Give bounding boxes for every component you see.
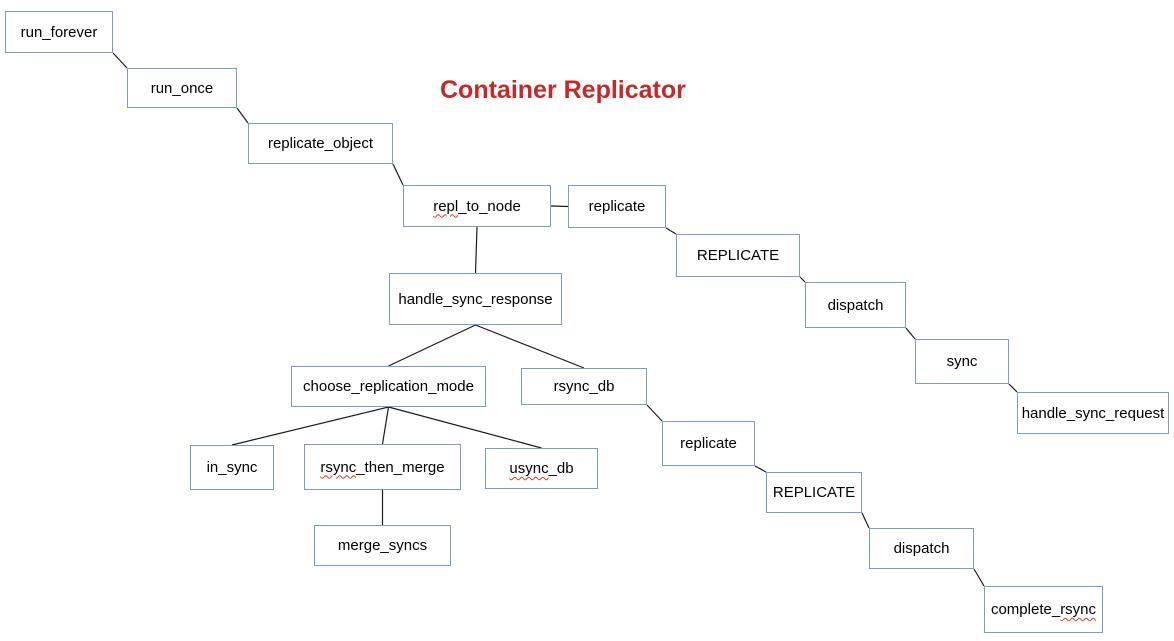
node-label: in_sync [206, 459, 258, 476]
node-label: merge_syncs [337, 537, 428, 554]
node-sync: sync [915, 339, 1009, 384]
node-dispatch_bottom: dispatch [869, 528, 974, 569]
node-label: dispatch [893, 540, 950, 557]
node-label: sync [946, 353, 978, 370]
edge-dispatch_bottom-to-complete_rsync [973, 568, 985, 587]
node-rsync_db: rsync_db [521, 368, 647, 405]
node-replicate_object: replicate_object [248, 123, 393, 164]
node-label: REPLICATE [696, 247, 780, 264]
edge-rsync_db-to-replicate_bottom [646, 404, 663, 422]
edge-run_forever-to-run_once [112, 52, 128, 69]
edge-replicate_top-to-replicate_caps_top [665, 227, 677, 235]
node-merge_syncs: merge_syncs [314, 525, 451, 566]
node-label: run_forever [20, 23, 98, 41]
node-choose_replication_mode: choose_replication_mode [291, 366, 486, 407]
node-run_forever: run_forever [5, 11, 113, 53]
node-replicate_bottom: replicate [662, 421, 755, 466]
edge-choose_replication_mode-to-usync_db [388, 406, 542, 449]
node-in_sync: in_sync [190, 445, 274, 490]
node-label: handle_sync_request [1021, 404, 1165, 422]
edge-run_once-to-replicate_object [236, 107, 249, 124]
node-label: dispatch [827, 296, 884, 314]
node-handle_sync_response: handle_sync_response [389, 273, 562, 325]
edge-dispatch_top-to-sync [905, 327, 916, 340]
node-label: replicate [588, 198, 646, 215]
diagram-title: Container Replicator [440, 76, 686, 104]
node-replicate_top: replicate [568, 185, 666, 228]
node-label: run_once [150, 79, 214, 97]
node-dispatch_top: dispatch [805, 282, 906, 328]
edge-choose_replication_mode-to-rsync_then_merge [381, 406, 390, 445]
edge-handle_sync_response-to-choose_replication_mode [388, 324, 476, 367]
node-usync_db: usync_db [485, 448, 598, 489]
node-repl_to_node: repl_to_node [403, 185, 551, 227]
node-label: complete_rsync [990, 601, 1097, 618]
edge-repl_to_node-to-replicate_top [550, 205, 569, 208]
edge-replicate_caps_bottom-to-dispatch_bottom [861, 512, 870, 529]
node-label: handle_sync_response [398, 290, 553, 308]
node-label: REPLICATE [772, 484, 856, 501]
edge-replicate_object-to-repl_to_node [392, 163, 404, 186]
node-label: rsync_then_merge [320, 458, 445, 476]
node-handle_sync_request: handle_sync_request [1017, 392, 1169, 434]
node-label: choose_replication_mode [303, 378, 474, 395]
node-label: repl_to_node [433, 197, 521, 215]
node-label: usync_db [509, 460, 574, 477]
node-label: rsync_db [553, 378, 615, 395]
node-label: replicate [680, 435, 737, 452]
edge-repl_to_node-to-handle_sync_response [474, 226, 478, 274]
node-run_once: run_once [127, 68, 237, 108]
node-complete_rsync: complete_rsync [984, 586, 1103, 633]
node-label: replicate_object [267, 135, 374, 152]
node-replicate_caps_top: REPLICATE [676, 234, 800, 277]
edge-sync-to-handle_sync_request [1008, 383, 1018, 393]
edge-handle_sync_response-to-rsync_db [475, 324, 585, 369]
edge-replicate_bottom-to-replicate_caps_bottom [754, 465, 767, 473]
node-replicate_caps_bottom: REPLICATE [766, 472, 862, 513]
edge-choose_replication_mode-to-in_sync [231, 406, 389, 446]
node-rsync_then_merge: rsync_then_merge [304, 444, 461, 490]
